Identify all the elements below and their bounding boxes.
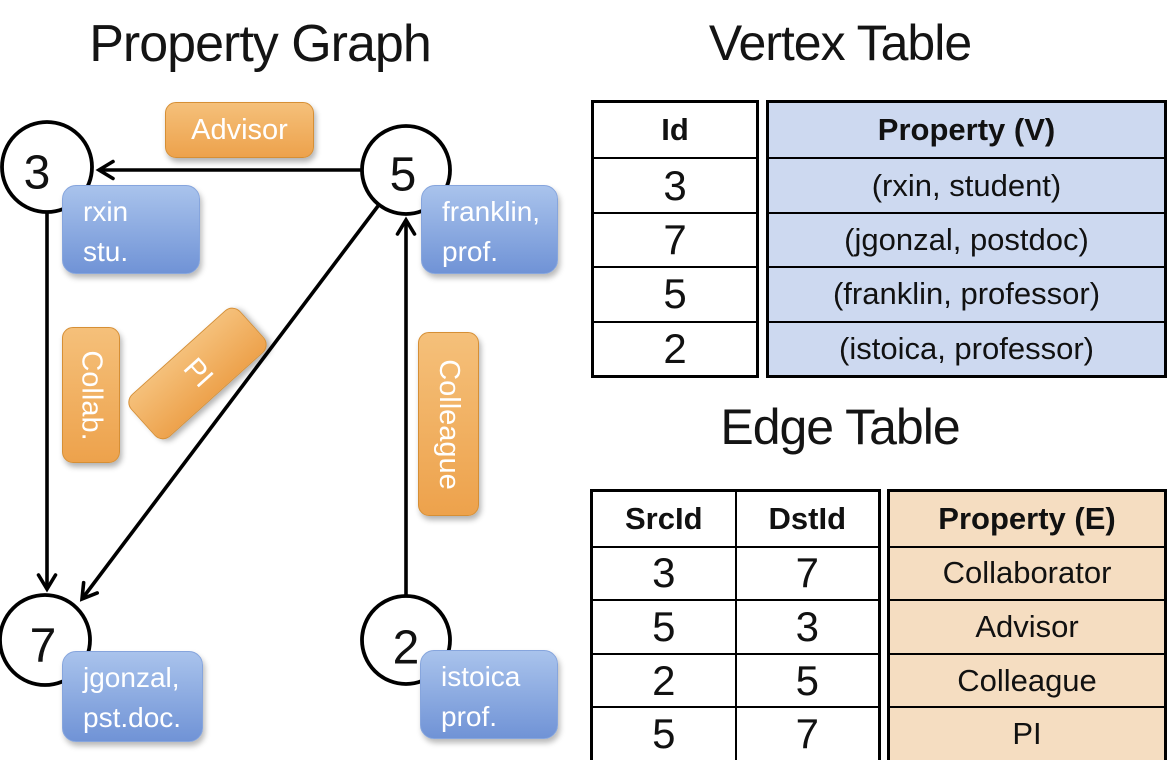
table-cell: 7 bbox=[734, 547, 879, 600]
property-line: istoica bbox=[441, 661, 521, 692]
node-2-property-box: istoica prof. bbox=[420, 650, 558, 739]
colleague-edge-label-text: Colleague bbox=[433, 358, 466, 490]
table-cell: (franklin, professor) bbox=[769, 266, 1164, 320]
collab-edge-label: Collab. bbox=[62, 327, 120, 463]
table-cell: (rxin, student) bbox=[769, 157, 1164, 211]
property-graph-title: Property Graph bbox=[89, 15, 432, 73]
colleague-edge-label: Colleague bbox=[418, 332, 479, 516]
table-cell: 5 bbox=[652, 710, 676, 758]
property-line: prof. bbox=[442, 235, 499, 267]
table-cell: 5 bbox=[734, 654, 879, 707]
table-cell: (jgonzal, postdoc) bbox=[769, 211, 1164, 266]
table-cell: 7 bbox=[734, 708, 879, 760]
node-5-id-label: 5 bbox=[389, 148, 417, 202]
vertex-property-header: Property (V) bbox=[877, 112, 1056, 148]
edge-table-title: Edge Table bbox=[720, 399, 960, 455]
table-cell: 3 bbox=[594, 157, 756, 211]
node-3-property-box: rxin stu. bbox=[62, 185, 200, 274]
table-cell: Colleague bbox=[890, 652, 1164, 707]
vertex-id-header: Id bbox=[661, 112, 689, 148]
table-cell: 7 bbox=[594, 211, 756, 266]
table-cell: 2 bbox=[594, 320, 756, 375]
node-7-id-label: 7 bbox=[29, 619, 57, 673]
property-line: franklin, bbox=[442, 196, 541, 227]
property-line: jgonzal, bbox=[83, 662, 180, 693]
vertex-table-property-column: Property (V) (rxin, student) (jgonzal, p… bbox=[766, 100, 1167, 378]
edge-table-ids-columns: SrcId DstId 3 7 5 3 2 5 5 7 bbox=[590, 489, 881, 760]
collab-edge-label-text: Collab. bbox=[75, 349, 108, 441]
table-cell: 2 bbox=[652, 656, 676, 704]
node-7-property-box: jgonzal, pst.doc. bbox=[62, 651, 203, 742]
table-cell: PI bbox=[890, 706, 1164, 760]
table-cell: (istoica, professor) bbox=[769, 320, 1164, 375]
property-line: pst.doc. bbox=[83, 701, 182, 733]
node-2-id-label: 2 bbox=[392, 621, 420, 675]
table-cell: 3 bbox=[652, 549, 676, 597]
property-line: prof. bbox=[441, 700, 498, 732]
table-cell: Collaborator bbox=[890, 545, 1164, 600]
vertex-table-title: Vertex Table bbox=[708, 15, 972, 71]
table-cell: 3 bbox=[734, 601, 879, 653]
edge-dstid-header: DstId bbox=[734, 492, 879, 546]
node-3-id-label: 3 bbox=[23, 146, 51, 200]
table-cell: Advisor bbox=[890, 599, 1164, 653]
pi-edge-label-text: PI bbox=[176, 352, 219, 395]
table-cell: 5 bbox=[652, 602, 676, 650]
edge-5-to-7 bbox=[79, 204, 380, 602]
property-line: rxin bbox=[83, 196, 129, 227]
node-5-property-box: franklin, prof. bbox=[421, 185, 558, 274]
edge-srcid-header: SrcId bbox=[624, 500, 703, 536]
advisor-edge-label: Advisor bbox=[165, 102, 314, 158]
edge-table-property-column: Property (E) Collaborator Advisor Collea… bbox=[887, 489, 1167, 760]
advisor-edge-label-text: Advisor bbox=[191, 113, 288, 146]
property-line: stu. bbox=[83, 235, 129, 267]
edge-property-header: Property (E) bbox=[938, 500, 1116, 536]
vertex-table-id-column: Id 3 7 5 2 bbox=[591, 100, 759, 378]
table-cell: 5 bbox=[594, 266, 756, 320]
